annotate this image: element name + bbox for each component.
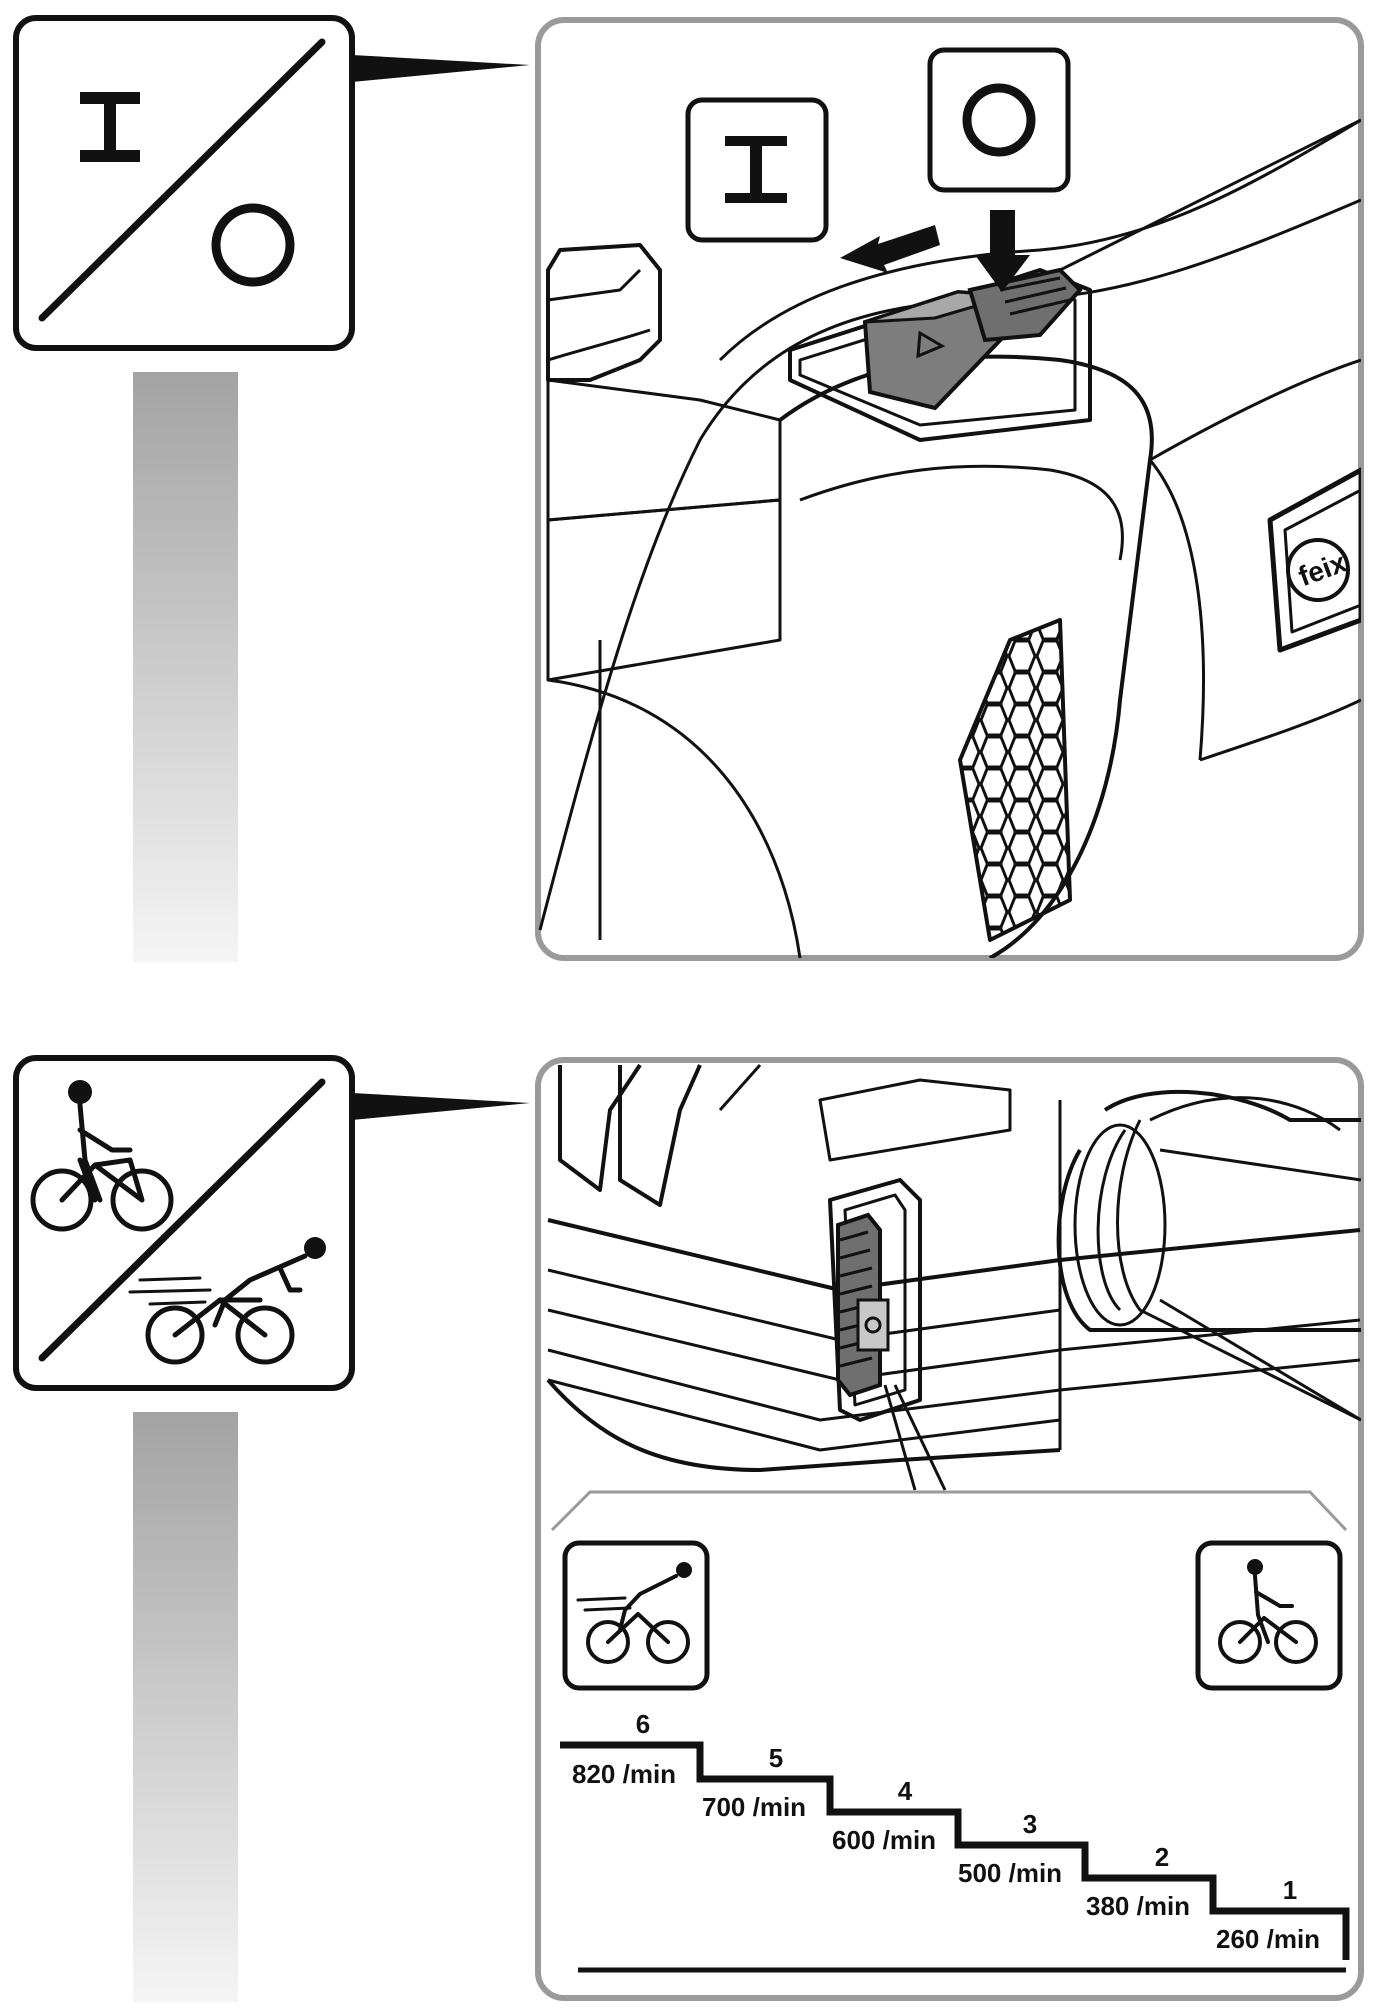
speed-illustration — [535, 1057, 1364, 2001]
step-level-3: 3 — [1023, 1809, 1037, 1839]
on-off-symbol-box — [13, 15, 530, 351]
switch-illustration: feix — [535, 17, 1364, 961]
step-speed-4: 600 /min — [832, 1825, 936, 1855]
gradient-bar — [133, 1412, 238, 2002]
step-level-1: 1 — [1283, 1875, 1297, 1905]
slider-switch — [862, 267, 1083, 411]
detail-callout — [550, 1490, 1348, 1532]
power-off-icon — [211, 203, 295, 287]
step-level-2: 2 — [1155, 1842, 1169, 1872]
slow-cyclist-icon — [1218, 1559, 1318, 1664]
press-down-arrow-icon — [975, 210, 1030, 292]
on-label-box — [685, 97, 829, 243]
speed-staircase — [560, 1741, 1350, 1960]
step-speed-3: 500 /min — [958, 1858, 1062, 1888]
step-speed-6: 820 /min — [572, 1759, 676, 1789]
fast-speed-icon-box — [562, 1540, 710, 1691]
step-level-6: 6 — [636, 1709, 650, 1739]
power-switch-section: feix — [13, 15, 1364, 962]
step-speed-2: 380 /min — [1086, 1891, 1190, 1921]
gradient-bar — [133, 372, 238, 962]
off-label-box — [927, 47, 1071, 193]
brand-badge: feix — [1267, 467, 1361, 653]
step-level-4: 4 — [898, 1776, 913, 1806]
speed-dial — [836, 1212, 890, 1398]
callout-pointer — [352, 1093, 530, 1120]
power-on-icon — [80, 92, 140, 162]
speed-selector-section — [13, 1055, 1364, 2002]
slow-cyclist-icon — [30, 1080, 174, 1232]
step-speed-1: 260 /min — [1216, 1924, 1320, 1954]
callout-pointer — [352, 55, 530, 82]
fast-cyclist-icon — [128, 1237, 326, 1365]
step-level-5: 5 — [769, 1743, 783, 1773]
fast-cyclist-icon — [576, 1562, 692, 1664]
step-speed-5: 700 /min — [702, 1792, 806, 1822]
slow-speed-icon-box — [1195, 1540, 1343, 1691]
speed-steps: 6 820 /min 5 700 /min 4 600 /min 3 500 /… — [572, 1709, 1320, 1954]
speed-symbol-box — [13, 1055, 530, 1391]
leader-lines — [883, 1384, 947, 1491]
slide-left-arrow-icon — [840, 225, 940, 273]
